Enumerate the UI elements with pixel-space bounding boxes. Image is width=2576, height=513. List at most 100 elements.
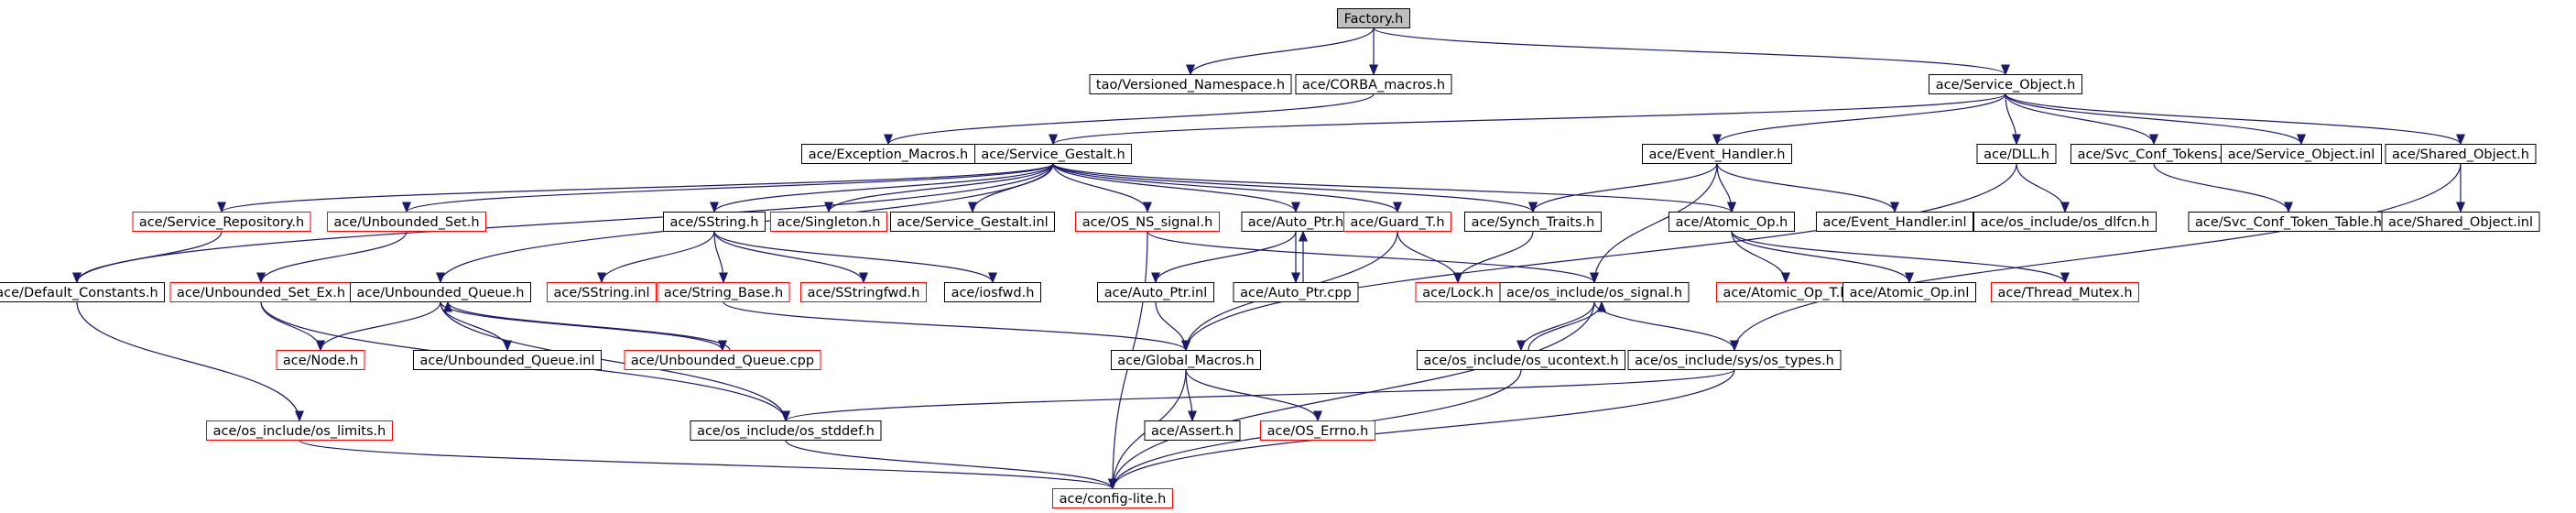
node-label: ace/os_include/os_dlfcn.h — [1981, 215, 2150, 230]
node-box — [547, 282, 657, 302]
edge-ace-svc-conf-tokens-h-to-ace-svc-conf-token-table-h — [2153, 163, 2293, 213]
node-label: ace/os_include/os_limits.h — [213, 424, 386, 439]
node-box — [1052, 488, 1173, 508]
node-ace-sstring-inl[interactable]: ace/SString.inl — [547, 282, 657, 302]
edge-ace-unbounded-queue-cpp-to-ace-unbounded-queue-h — [443, 300, 731, 351]
edge-ace-os-include-os-limits-h-to-ace-config-lite-h — [299, 439, 1117, 490]
node-ace-svc-conf-token-table-h[interactable]: ace/Svc_Conf_Token_Table.h — [2188, 212, 2389, 232]
node-ace-os-include-os-dlfcn-h[interactable]: ace/os_include/os_dlfcn.h — [1973, 212, 2157, 232]
edge-ace-dll-h-to-ace-global-macros-h — [1181, 163, 2017, 352]
node-label: ace/Default_Constants.h — [0, 286, 158, 300]
node-ace-corba-macros-h[interactable]: ace/CORBA_macros.h — [1295, 74, 1452, 94]
node-box — [413, 350, 602, 370]
node-ace-shared-object-h[interactable]: ace/Shared_Object.h — [2385, 144, 2537, 164]
edge-ace-unbounded-queue-h-to-ace-unbounded-queue-cpp — [440, 301, 727, 352]
node-label: ace/OS_Errno.h — [1267, 424, 1369, 439]
node-ace-string-base-h[interactable]: ace/String_Base.h — [657, 282, 790, 302]
node-ace-service-repository-h[interactable]: ace/Service_Repository.h — [132, 212, 311, 232]
edge-factory-h-to-ace-service-object-h — [1373, 27, 2010, 76]
edge-ace-synch-traits-h-to-ace-lock-h — [1453, 231, 1534, 284]
node-box — [770, 212, 887, 232]
node-ace-unbounded-set-h[interactable]: ace/Unbounded_Set.h — [327, 212, 486, 232]
node-box — [1816, 212, 1973, 232]
node-ace-os-include-os-signal-h[interactable]: ace/os_include/os_signal.h — [1499, 282, 1690, 302]
node-box — [1343, 212, 1451, 232]
node-tao-versioned-namespace-h[interactable]: tao/Versioned_Namespace.h — [1089, 74, 1292, 94]
edge-ace-os-include-sys-os-types-h-to-ace-config-lite-h — [1108, 369, 1735, 490]
node-ace-lock-h[interactable]: ace/Lock.h — [1415, 282, 1501, 302]
node-ace-synch-traits-h[interactable]: ace/Synch_Traits.h — [1464, 212, 1602, 232]
node-ace-os-include-os-ucontext-h[interactable]: ace/os_include/os_ucontext.h — [1417, 350, 1625, 370]
node-ace-thread-mutex-h[interactable]: ace/Thread_Mutex.h — [1991, 282, 2139, 302]
node-label: ace/Synch_Traits.h — [1472, 215, 1595, 230]
node-ace-exception-macros-h[interactable]: ace/Exception_Macros.h — [801, 144, 975, 164]
node-label: tao/Versioned_Namespace.h — [1096, 78, 1285, 93]
node-ace-atomic-op-inl[interactable]: ace/Atomic_Op.inl — [1842, 282, 1976, 302]
node-ace-global-macros-h[interactable]: ace/Global_Macros.h — [1111, 350, 1261, 370]
node-box — [1089, 74, 1292, 94]
node-ace-auto-ptr-h[interactable]: ace/Auto_Ptr.h — [1241, 212, 1351, 232]
node-ace-event-handler-h[interactable]: ace/Event_Handler.h — [1642, 144, 1792, 164]
node-ace-os-include-os-stddef-h[interactable]: ace/os_include/os_stddef.h — [690, 420, 882, 441]
node-ace-os-errno-h[interactable]: ace/OS_Errno.h — [1260, 420, 1375, 441]
node-ace-guard-t-h[interactable]: ace/Guard_T.h — [1343, 212, 1451, 232]
node-ace-assert-h[interactable]: ace/Assert.h — [1144, 420, 1241, 441]
node-ace-dll-h[interactable]: ace/DLL.h — [1976, 144, 2057, 164]
node-ace-iosfwd-h[interactable]: ace/iosfwd.h — [944, 282, 1041, 302]
node-label: ace/Atomic_Op.inl — [1850, 286, 1970, 300]
edge-ace-service-gestalt-h-to-ace-unbounded-set-h — [402, 162, 1054, 213]
node-ace-unbounded-queue-cpp[interactable]: ace/Unbounded_Queue.cpp — [624, 350, 821, 370]
node-label: ace/Atomic_Op_T.h — [1723, 286, 1848, 300]
node-factory-h: Factory.h — [1337, 8, 1410, 28]
node-ace-config-lite-h[interactable]: ace/config-lite.h — [1052, 488, 1173, 508]
edge-ace-service-gestalt-h-to-ace-synch-traits-h — [1052, 162, 1538, 213]
node-ace-singleton-h[interactable]: ace/Singleton.h — [770, 212, 887, 232]
edge-ace-service-object-h-to-ace-shared-object-h — [2005, 93, 2465, 146]
node-ace-os-ns-signal-h[interactable]: ace/OS_NS_signal.h — [1075, 212, 1220, 232]
node-ace-service-object-inl[interactable]: ace/Service_Object.inl — [2221, 144, 2382, 164]
node-box — [690, 420, 882, 441]
node-ace-atomic-op-h[interactable]: ace/Atomic_Op.h — [1668, 212, 1795, 232]
node-box — [800, 282, 927, 302]
node-ace-auto-ptr-cpp[interactable]: ace/Auto_Ptr.cpp — [1233, 282, 1359, 302]
node-label: ace/Service_Repository.h — [139, 215, 304, 230]
node-ace-svc-conf-tokens-h[interactable]: ace/Svc_Conf_Tokens.h — [2071, 144, 2237, 164]
node-box — [1260, 420, 1375, 441]
node-box — [1976, 144, 2057, 164]
node-ace-atomic-op-t-h[interactable]: ace/Atomic_Op_T.h — [1716, 282, 1855, 302]
edge-ace-unbounded-queue-h-to-ace-node-h — [316, 301, 441, 352]
node-label: ace/os_include/sys/os_types.h — [1635, 354, 1834, 368]
node-label: ace/Svc_Conf_Tokens.h — [2078, 147, 2231, 162]
node-ace-unbounded-queue-h[interactable]: ace/Unbounded_Queue.h — [350, 282, 531, 302]
node-box — [2385, 144, 2537, 164]
node-ace-default-constants-h[interactable]: ace/Default_Constants.h — [0, 282, 165, 302]
node-box — [1111, 350, 1261, 370]
node-label: ace/Shared_Object.h — [2392, 147, 2529, 162]
node-ace-event-handler-inl[interactable]: ace/Event_Handler.inl — [1816, 212, 1973, 232]
node-ace-auto-ptr-inl[interactable]: ace/Auto_Ptr.inl — [1097, 282, 1214, 302]
edge-ace-service-gestalt-h-to-ace-service-repository-h — [217, 162, 1054, 213]
edge-ace-os-ns-signal-h-to-ace-os-include-os-signal-h — [1147, 231, 1599, 284]
node-label: ace/Event_Handler.inl — [1822, 215, 1966, 230]
node-ace-service-gestalt-inl[interactable]: ace/Service_Gestalt.inl — [890, 212, 1055, 232]
edge-ace-corba-macros-h-to-ace-exception-macros-h — [884, 93, 1375, 146]
node-ace-os-include-os-limits-h[interactable]: ace/os_include/os_limits.h — [206, 420, 393, 441]
node-ace-node-h[interactable]: ace/Node.h — [276, 350, 365, 370]
node-ace-sstringfwd-h[interactable]: ace/SStringfwd.h — [800, 282, 927, 302]
node-ace-service-object-h[interactable]: ace/Service_Object.h — [1929, 74, 2082, 94]
edge-ace-service-object-h-to-ace-service-object-inl — [2005, 93, 2306, 146]
edge-ace-os-include-os-signal-h-to-ace-config-lite-h — [1108, 301, 1595, 490]
node-ace-shared-object-inl[interactable]: ace/Shared_Object.inl — [2381, 212, 2540, 232]
node-label: ace/Global_Macros.h — [1117, 354, 1254, 368]
node-label: Factory.h — [1344, 12, 1404, 27]
node-label: ace/Auto_Ptr.inl — [1104, 286, 1208, 300]
node-ace-service-gestalt-h[interactable]: ace/Service_Gestalt.h — [974, 144, 1132, 164]
node-ace-sstring-h[interactable]: ace/SString.h — [663, 212, 766, 232]
node-ace-unbounded-set-ex-h[interactable]: ace/Unbounded_Set_Ex.h — [169, 282, 353, 302]
edge-ace-default-constants-h-to-ace-os-include-os-limits-h — [76, 301, 304, 422]
node-box — [1642, 144, 1792, 164]
edge-ace-sstring-h-to-ace-string-base-h — [713, 231, 728, 284]
node-ace-os-include-sys-os-types-h[interactable]: ace/os_include/sys/os_types.h — [1627, 350, 1842, 370]
node-ace-unbounded-queue-inl[interactable]: ace/Unbounded_Queue.inl — [413, 350, 602, 370]
node-label: ace/Unbounded_Queue.h — [357, 286, 525, 300]
